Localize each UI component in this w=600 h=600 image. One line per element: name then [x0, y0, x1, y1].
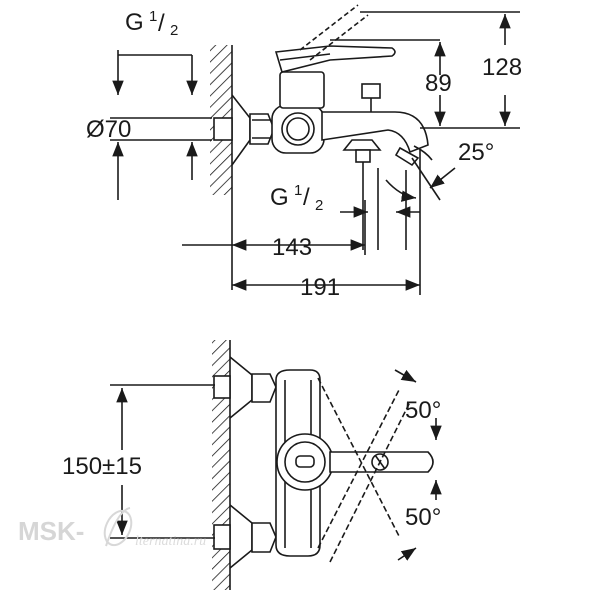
spout-side: [321, 111, 429, 154]
angle-50-top-label: 50°: [405, 397, 441, 424]
watermark-prefix: MSK-: [18, 516, 84, 546]
length-191-label: 191: [300, 274, 340, 301]
escutcheon-upper-front: [229, 356, 253, 419]
watermark-script: lternatina.ru: [135, 534, 206, 549]
angle-50-bottom-label: 50°: [405, 504, 441, 531]
hex-nut-side: [249, 113, 275, 145]
inlet-stub-side: [213, 117, 233, 141]
height-89-label: 89: [425, 70, 452, 97]
watermark: MSK- lternatina.ru: [18, 507, 206, 549]
thread-label-top: G: [125, 9, 144, 36]
diameter-label: Ø70: [86, 116, 131, 143]
angle-25-label: 25°: [458, 139, 494, 166]
diverter-knob: [361, 83, 381, 99]
svg-text:/: /: [158, 10, 165, 37]
escutcheon-lower-front: [229, 504, 253, 569]
thread-sub-top: 2: [170, 22, 178, 39]
lever-handle-side: [274, 45, 396, 73]
spacing-label: 150±15: [62, 453, 142, 480]
svg-text:/: /: [303, 184, 310, 211]
height-128-label: 128: [482, 54, 522, 81]
lever-handle-front: [329, 451, 434, 473]
escutcheon-side: [231, 94, 251, 166]
front-view-labels: 150±15 50° 50°: [62, 397, 441, 531]
thread-sup-bottom: 1: [294, 182, 302, 199]
cartridge-column: [279, 71, 325, 109]
thread-label-bottom: G: [270, 184, 289, 211]
side-view-labels: G 1 / 2 Ø70 89 128 25° G 1 / 2 143 191: [86, 8, 522, 301]
shower-outlet-side: [342, 139, 382, 151]
front-view: [110, 340, 442, 590]
length-143-label: 143: [272, 234, 312, 261]
nut-lower-front: [251, 522, 277, 553]
thread-sub-bottom: 2: [315, 197, 323, 214]
watermark-logo-icon: [103, 507, 133, 547]
side-view: [110, 4, 520, 295]
nut-upper-front: [251, 373, 277, 403]
thread-sup-top: 1: [149, 8, 157, 25]
